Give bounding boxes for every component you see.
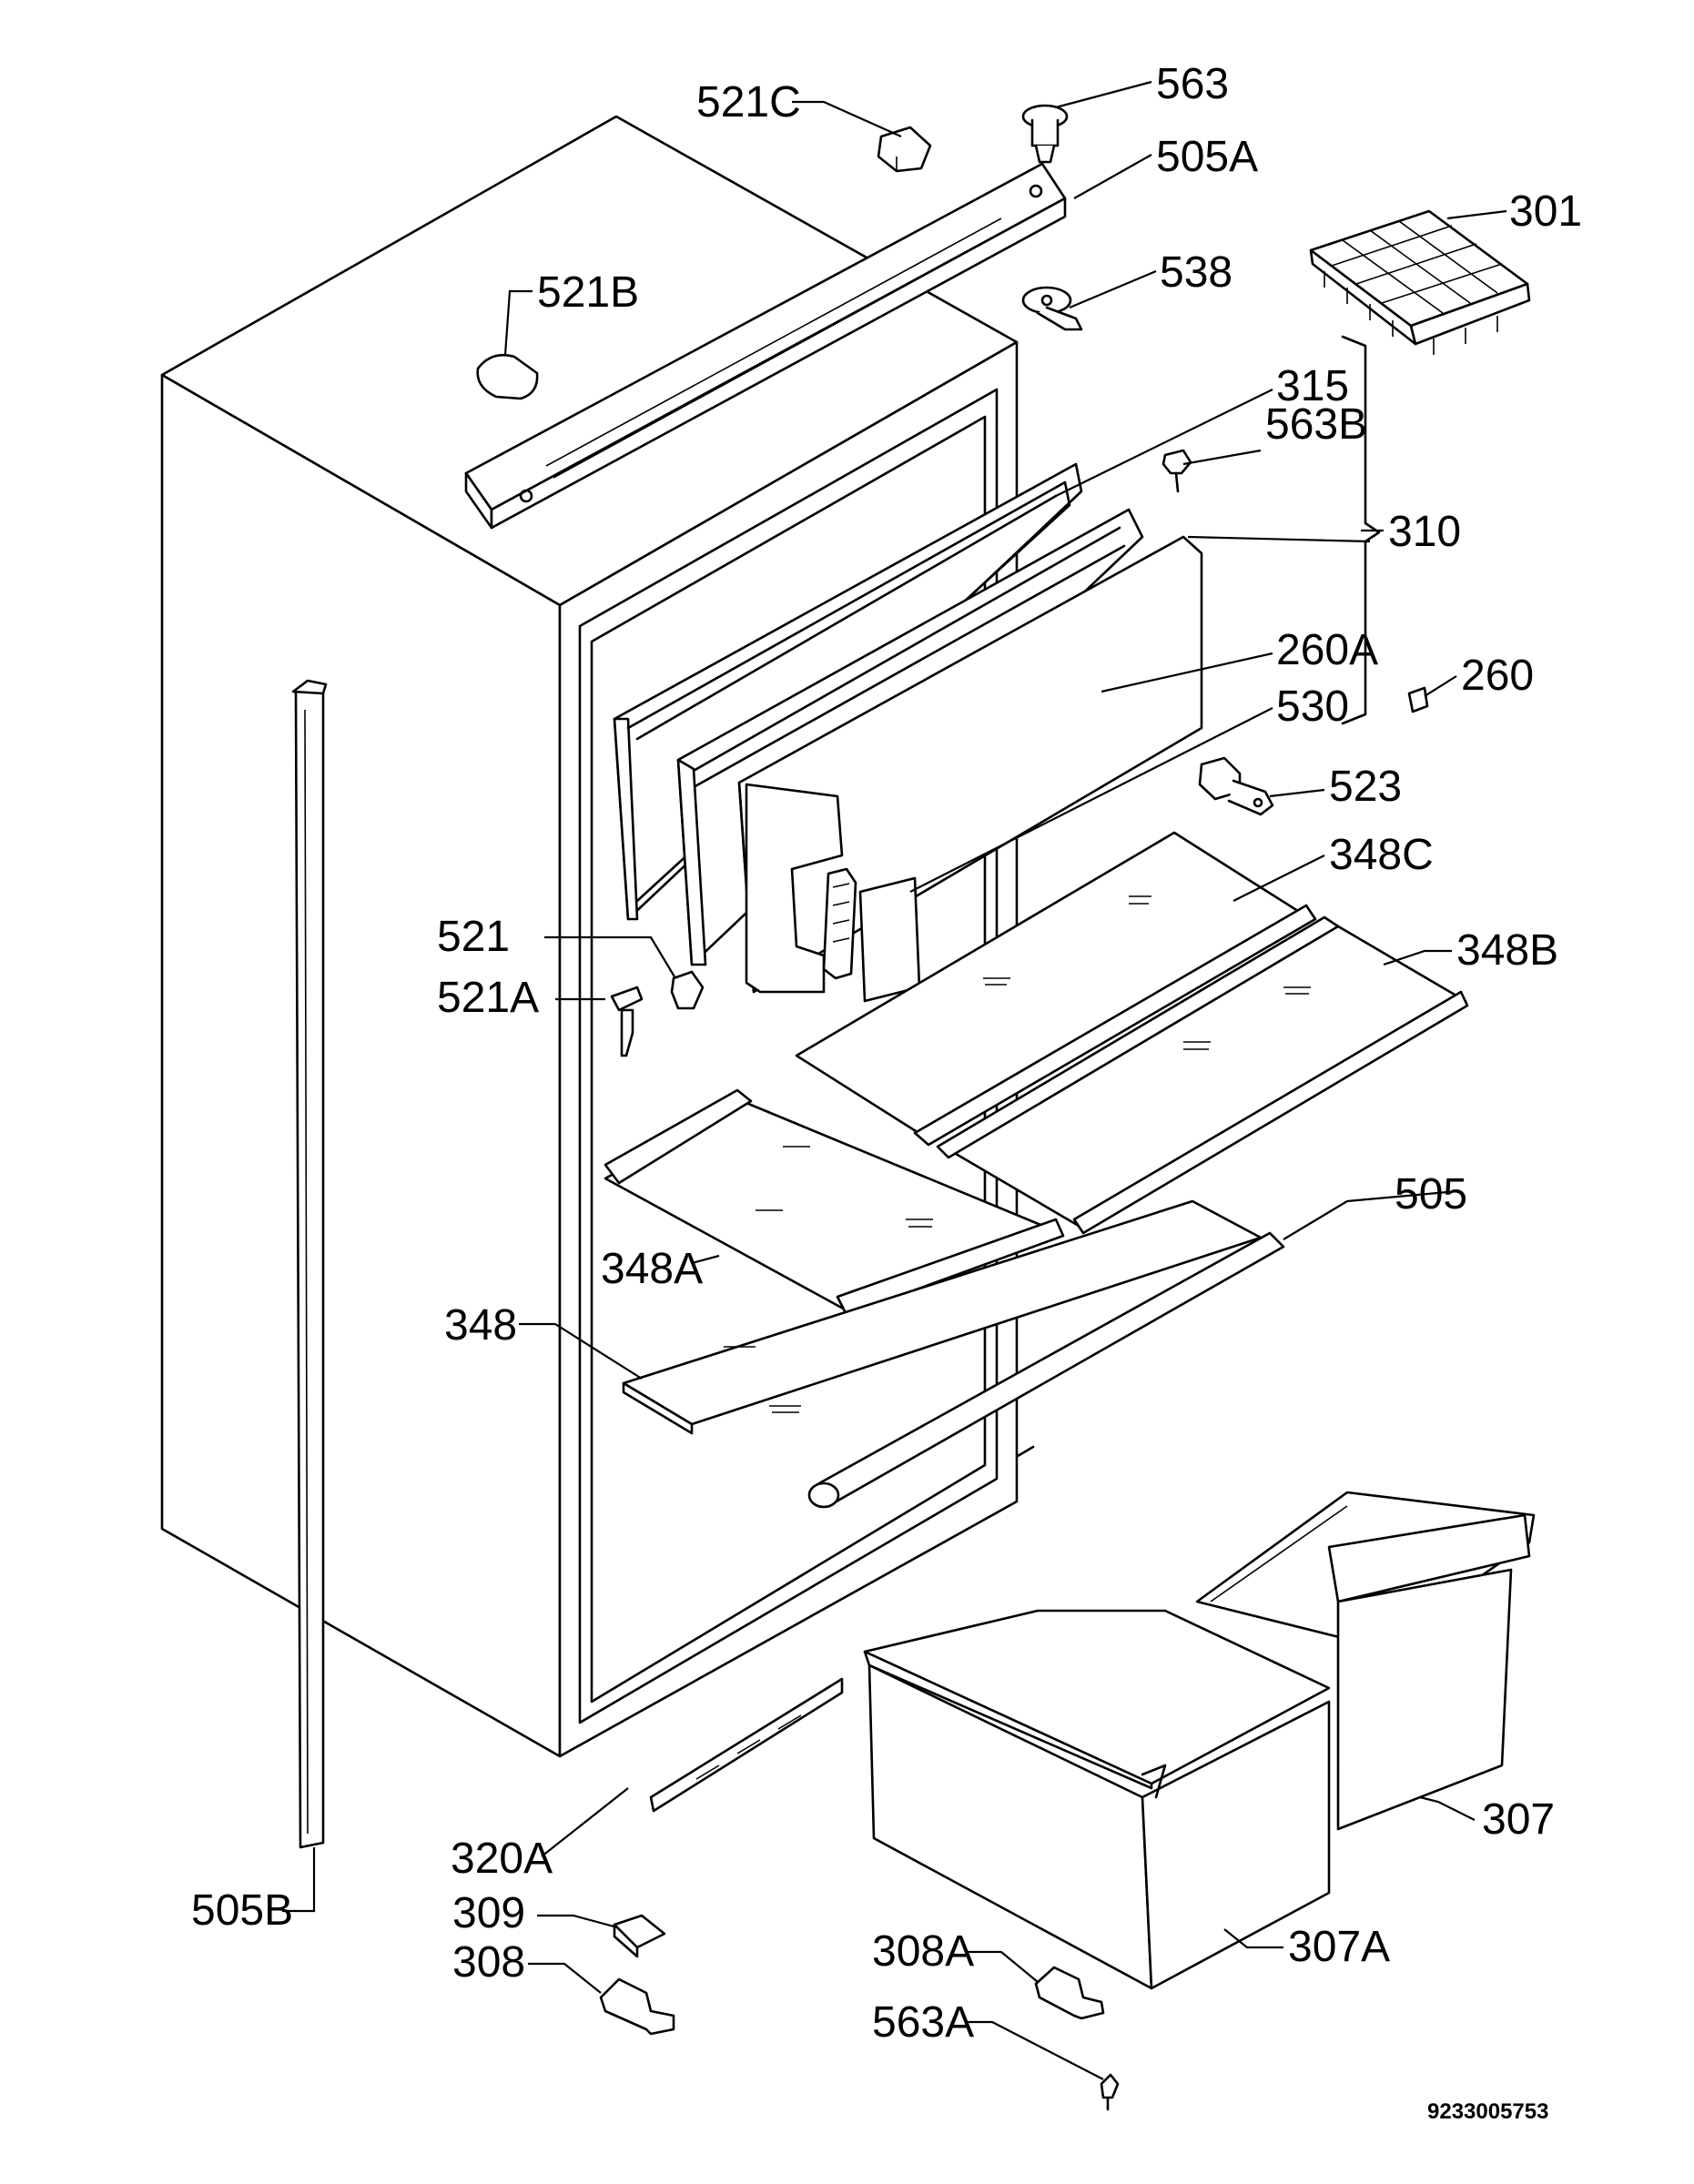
label-348C: 348C [1329, 831, 1434, 879]
label-309: 309 [452, 1889, 525, 1937]
part-505B-side-strip [291, 679, 328, 1849]
part-530-handle-hinge [745, 783, 921, 1003]
label-563B: 563B [1265, 400, 1367, 449]
leader-lines [282, 80, 1507, 2080]
part-523-hinge-pin [1198, 756, 1274, 816]
part-348A-shelf [604, 1088, 1065, 1317]
part-307-drawer-bin [1195, 1491, 1536, 1831]
label-521: 521 [437, 913, 510, 961]
part-521C-cap [877, 126, 932, 173]
part-538-bracket [1021, 286, 1083, 331]
label-348A: 348A [601, 1245, 703, 1293]
part-309-block [613, 1914, 666, 1958]
label-260: 260 [1461, 652, 1534, 700]
label-301: 301 [1509, 187, 1582, 236]
part-320A-rail [649, 1677, 844, 1813]
label-307A: 307A [1288, 1923, 1390, 1971]
part-348C-shelf [795, 831, 1317, 1147]
label-538: 538 [1160, 248, 1232, 297]
label-310: 310 [1388, 508, 1461, 556]
label-521C: 521C [696, 78, 801, 126]
label-348: 348 [444, 1301, 517, 1350]
label-320A: 320A [451, 1835, 553, 1883]
label-521B: 521B [537, 268, 639, 317]
label-521A: 521A [437, 974, 539, 1022]
part-307A-drawer-bin [863, 1609, 1331, 1990]
part-labels: 301 563 521C 505A 538 521B 315 563B 310 … [191, 60, 1582, 2124]
part-521-cap [670, 970, 705, 1010]
part-563A-screw [1100, 2073, 1120, 2111]
label-308: 308 [452, 1938, 525, 1987]
part-505-front-strip [807, 1231, 1285, 1509]
label-315: 315 [1276, 362, 1349, 410]
document-code: 9233005753 [1427, 2099, 1548, 2124]
label-348B: 348B [1456, 926, 1558, 975]
label-563A: 563A [872, 1998, 974, 2047]
part-310-bracket [1341, 335, 1381, 725]
label-505B: 505B [191, 1886, 293, 1935]
part-521B-cap [476, 353, 539, 400]
part-563-screw [1021, 104, 1069, 164]
part-563B-pin [1161, 449, 1192, 493]
part-308A-hinge-bracket [1034, 1966, 1105, 2020]
label-563: 563 [1156, 60, 1229, 108]
part-521A-clip [610, 986, 644, 1057]
part-301-ice-tray [1309, 209, 1531, 355]
label-505: 505 [1395, 1170, 1467, 1218]
label-505A: 505A [1156, 133, 1258, 181]
label-307: 307 [1482, 1795, 1555, 1844]
part-260-clip [1407, 686, 1429, 713]
label-260A: 260A [1276, 626, 1378, 674]
label-530: 530 [1276, 682, 1349, 731]
part-348B-shelf [936, 915, 1469, 1235]
part-308-hinge-bracket [599, 1977, 675, 2036]
label-308A: 308A [872, 1927, 974, 1976]
part-505A-top-strip [464, 162, 1067, 530]
label-523: 523 [1329, 763, 1402, 811]
